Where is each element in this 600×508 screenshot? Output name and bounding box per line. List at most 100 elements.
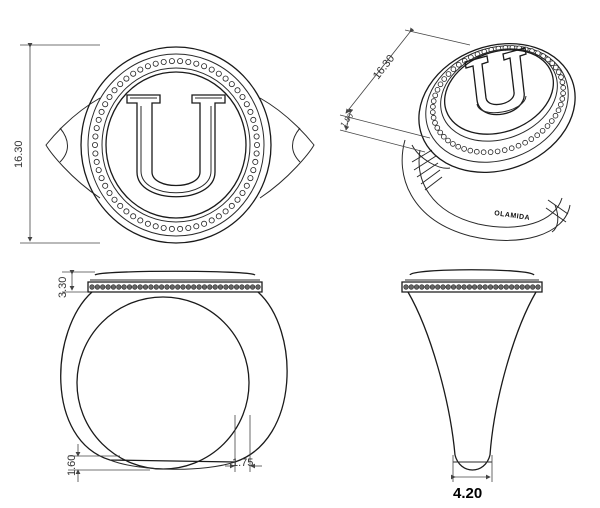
- pave-stone: [440, 133, 447, 140]
- profile-pave-stones: [403, 284, 541, 290]
- pave-stone: [503, 284, 509, 290]
- pave-stone: [92, 150, 99, 157]
- pave-stone: [455, 62, 462, 68]
- pave-stone: [250, 116, 257, 123]
- pave-stone: [95, 167, 102, 174]
- pave-stone: [250, 284, 256, 290]
- pave-stone: [185, 284, 191, 290]
- front-view: 16.30: [13, 43, 315, 244]
- dim-label-side-band: 1.75: [232, 457, 253, 469]
- pave-stone: [445, 137, 451, 144]
- pave-stone: [95, 116, 102, 123]
- pave-stone: [424, 284, 430, 290]
- pave-stone: [515, 142, 522, 149]
- isometric-view: OLAMIDA 16.30 1.80: [338, 27, 576, 241]
- pave-stone: [501, 147, 508, 153]
- iso-face: [443, 49, 555, 135]
- pave-stone: [450, 141, 456, 147]
- pave-stone: [98, 108, 105, 115]
- pave-stone: [217, 284, 224, 290]
- side-finger-hole: [76, 296, 250, 470]
- pave-stone: [106, 189, 113, 196]
- pave-stone: [534, 132, 540, 139]
- pave-stone: [191, 284, 197, 290]
- pave-stone: [430, 103, 436, 110]
- pave-stone: [247, 108, 254, 115]
- pave-stone: [514, 284, 520, 290]
- pave-stone: [100, 284, 106, 290]
- pave-stone: [498, 284, 504, 290]
- pave-stone: [175, 284, 181, 290]
- pave-stone: [234, 196, 241, 203]
- pave-stone: [152, 223, 159, 230]
- pave-stone: [222, 208, 229, 215]
- dim-label-shank-width: 4.20: [453, 485, 482, 502]
- iso-bezel-outer: [418, 42, 576, 174]
- pave-stone: [102, 101, 109, 108]
- pave-stone: [243, 182, 250, 189]
- pave-stone: [430, 98, 437, 104]
- pave-stone: [473, 148, 480, 155]
- dimension-side-bottom: 1.60: [66, 444, 150, 482]
- brand-stamp: OLAMIDA: [494, 210, 531, 222]
- pave-stone: [455, 143, 462, 150]
- pave-stone: [429, 109, 436, 116]
- pave-stone: [437, 129, 444, 136]
- pave-stone: [549, 60, 555, 67]
- pave-stone: [544, 123, 551, 129]
- pave-stone: [228, 284, 234, 290]
- pave-stone: [98, 175, 105, 182]
- pave-stone: [239, 284, 245, 290]
- pave-stone: [168, 225, 175, 232]
- pave-stone: [144, 63, 151, 70]
- pave-stone: [519, 284, 525, 290]
- pave-stone: [159, 284, 165, 290]
- pave-stone: [89, 284, 95, 290]
- pave-stone: [94, 284, 100, 290]
- iso-monogram-letter: [464, 47, 527, 116]
- pave-stone: [130, 70, 137, 77]
- dim-label-iso-small: 1.80: [338, 111, 355, 129]
- pave-stone: [477, 284, 483, 290]
- side-view-front: 3.30 1.60 1.75: [57, 270, 288, 482]
- pave-stone: [177, 225, 184, 232]
- pave-stone: [121, 284, 127, 290]
- pave-stone: [445, 71, 452, 77]
- pave-stone: [419, 284, 425, 290]
- pave-stone: [201, 63, 208, 70]
- pave-stone: [403, 284, 409, 290]
- pave-stone: [110, 284, 116, 290]
- pave-stone: [137, 284, 143, 290]
- pave-stone: [123, 75, 130, 82]
- pave-stone: [201, 284, 208, 290]
- pave-stone: [493, 284, 499, 290]
- pave-stone: [253, 133, 260, 140]
- pave-stone: [509, 284, 515, 290]
- pave-stone: [123, 208, 130, 215]
- pave-stone: [160, 224, 167, 231]
- pave-stone: [466, 284, 473, 290]
- front-pave-stones: [92, 58, 260, 232]
- dim-label-front-height: 16.30: [13, 140, 25, 168]
- pave-stone: [207, 284, 213, 290]
- pave-stone: [169, 284, 175, 290]
- pave-stone: [450, 66, 457, 72]
- pave-stone: [560, 84, 566, 91]
- pave-stone: [555, 69, 562, 75]
- pave-stone: [552, 112, 559, 119]
- pave-stone: [456, 284, 462, 290]
- dimension-side-top: 3.30: [57, 270, 95, 298]
- pave-stone: [535, 284, 541, 290]
- pave-stone: [482, 284, 488, 290]
- pave-stone: [430, 114, 437, 121]
- pave-stone: [252, 125, 259, 132]
- pave-stone: [185, 224, 192, 231]
- pave-stone: [234, 87, 241, 94]
- pave-stone: [252, 158, 259, 165]
- pave-stone: [244, 284, 250, 290]
- pave-stone: [558, 74, 564, 80]
- pave-stone: [126, 284, 133, 290]
- pave-stone: [208, 217, 215, 224]
- pave-stone: [117, 81, 124, 88]
- pave-stone: [461, 284, 467, 290]
